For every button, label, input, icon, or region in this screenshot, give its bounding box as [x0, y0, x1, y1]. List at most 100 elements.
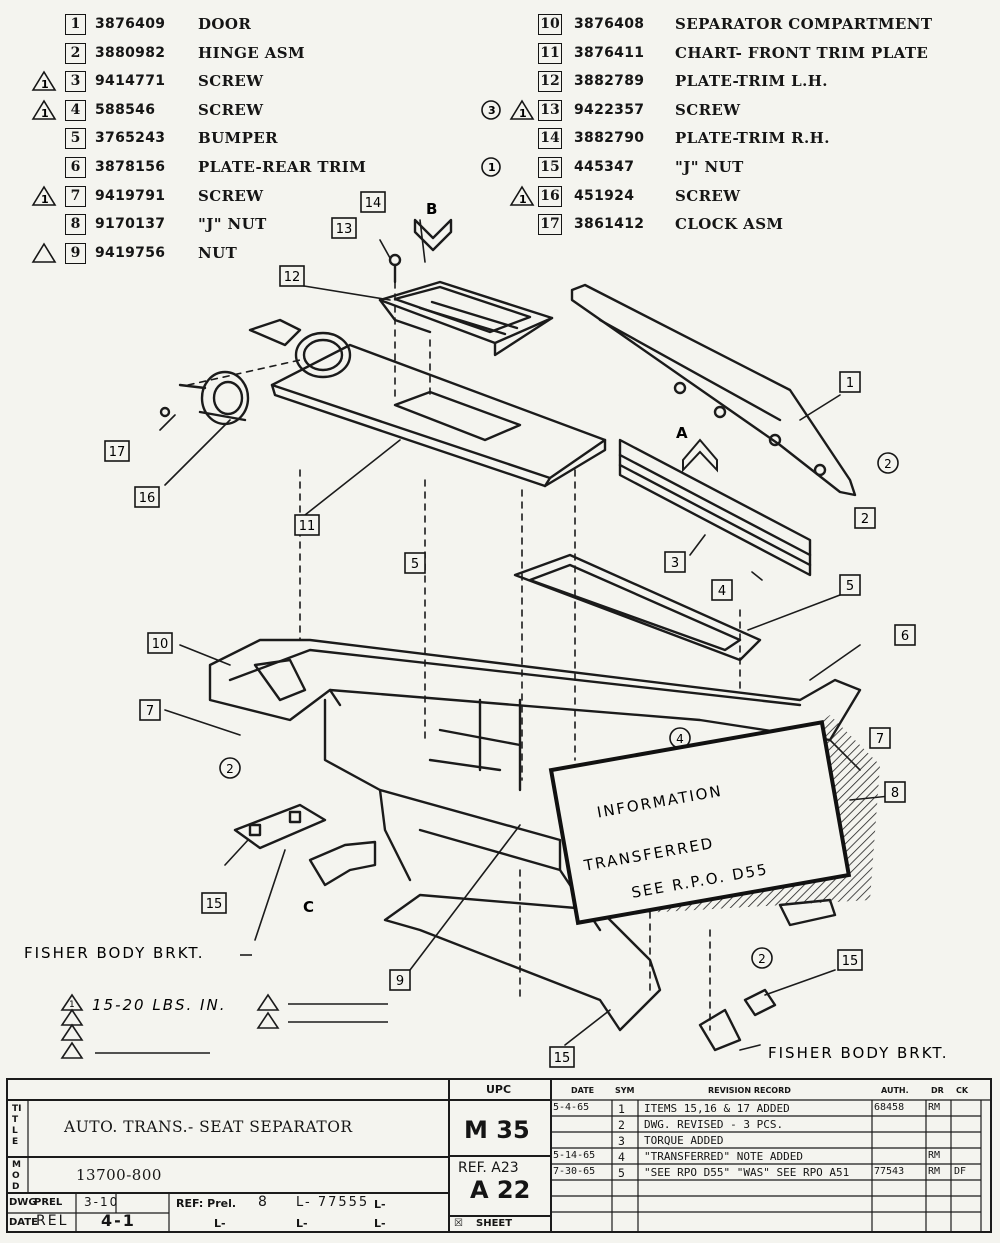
svg-text:1: 1 [41, 193, 49, 206]
door-part [570, 283, 857, 497]
item-number: 2 [65, 42, 86, 64]
callout-number: 3 [671, 556, 679, 571]
callout-number: 11 [299, 519, 316, 534]
revision-record: TORQUE ADDED [644, 1134, 724, 1147]
part-description: SCREW [675, 100, 741, 119]
callout-box [869, 727, 891, 749]
part-description: SCREW [198, 186, 264, 205]
callout-box [404, 552, 426, 574]
item-number: 7 [65, 185, 86, 207]
item-number: 14 [538, 128, 562, 150]
callout-number: 4 [718, 584, 726, 599]
svg-text:1: 1 [41, 107, 49, 120]
part-description: CHART- FRONT TRIM PLATE [675, 43, 929, 62]
part-description: PLATE-TRIM R.H. [675, 129, 830, 148]
part-description: HINGE ASM [198, 43, 306, 62]
part-number: 3765243 [95, 130, 166, 147]
torque-note-triangle-icon: 1 [509, 99, 535, 120]
revision-auth: 77543 [874, 1166, 905, 1177]
part-description: DOOR [198, 15, 252, 33]
item-number: 4 [65, 99, 86, 121]
drawing-title: AUTO. TRANS.- SEAT SEPARATOR [64, 1118, 353, 1136]
rev-header-date: DATE [571, 1086, 595, 1095]
circled-note-icon: 1 [481, 157, 501, 177]
svg-text:1: 1 [519, 193, 527, 206]
callout-number: 10 [152, 637, 169, 652]
revision-date: 5-4-65 [553, 1102, 590, 1113]
part-number: 3882790 [574, 130, 645, 147]
model-number: 13700-800 [76, 1166, 162, 1184]
part-description: SCREW [198, 72, 264, 91]
rev-header-record: REVISION RECORD [708, 1086, 791, 1095]
model-label: MOD [12, 1160, 21, 1192]
callout-number: 16 [139, 491, 156, 506]
bracket-c-part [308, 840, 377, 887]
view-label-b: B [426, 200, 437, 218]
l-blank-4: L- [374, 1217, 386, 1230]
part-description: SCREW [675, 186, 741, 205]
callout-box [837, 949, 863, 971]
torque-note-triangle-icon: 1 [509, 185, 535, 206]
callout-box [147, 632, 173, 654]
part-description: NUT [198, 243, 238, 262]
item-number: 9 [65, 242, 86, 264]
ref-a23: REF. A23 [458, 1160, 519, 1176]
rev-header-auth: AUTH. [881, 1086, 909, 1095]
revision-date: 5-14-65 [553, 1150, 596, 1161]
l-blank-1: L- [374, 1198, 386, 1211]
item-number: 16 [538, 185, 562, 207]
circled-note-layer: 22245 [219, 452, 899, 969]
item-number: 10 [538, 14, 562, 35]
callout-box [839, 371, 861, 393]
circled-note-icon [219, 757, 241, 779]
revision-dr: RM [928, 1150, 941, 1161]
part-number: 3876411 [574, 44, 645, 61]
part-number: 445347 [574, 158, 635, 175]
callout-box [854, 507, 876, 529]
prel-label: PREL [34, 1197, 63, 1208]
ref-label: REF: Prel. [176, 1197, 237, 1210]
callout-number: 15 [206, 897, 223, 912]
callout-number: 17 [109, 445, 126, 460]
upc-value: M 35 [464, 1116, 530, 1144]
revision-sym: 2 [618, 1118, 625, 1132]
screw-13-part [388, 253, 402, 284]
callout-number: 15 [554, 1051, 571, 1066]
revision-dr: RM [928, 1102, 941, 1113]
part-description: BUMPER [198, 129, 278, 148]
circled-note-icon: 3 [481, 99, 501, 120]
parts-row: 14 3882790 PLATE-TRIM R.H. [500, 124, 980, 153]
dwg-label: DWG [9, 1197, 37, 1208]
front-trim-plate-part [248, 318, 607, 488]
part-number: 3876409 [95, 16, 166, 32]
revision-sym: 1 [618, 1102, 625, 1116]
information-transferred-stamp: INFORMATION TRANSFERRED SEE R.P.O. D55 [548, 720, 852, 926]
svg-text:1: 1 [41, 78, 49, 91]
callout-box [331, 217, 357, 239]
view-label-a: A [676, 424, 688, 442]
callout-number: 7 [146, 704, 154, 719]
date-label: DATE [9, 1217, 38, 1228]
title-block: TITLE AUTO. TRANS.- SEAT SEPARATOR MOD 1… [6, 1078, 992, 1233]
callout-number: 8 [891, 786, 899, 801]
callout-number: 14 [365, 196, 382, 211]
circled-note-icon [751, 947, 773, 969]
ref-value: 8 [258, 1194, 269, 1210]
rev-header-ck: CK [956, 1086, 969, 1095]
l-blank-3: L- [296, 1217, 308, 1230]
revision-record: DWG. REVISED - 3 PCS. [644, 1118, 784, 1131]
l-blank-2: L- [214, 1217, 226, 1230]
callout-box [894, 624, 916, 646]
revision-auth: 68458 [874, 1102, 905, 1113]
callout-box [104, 440, 130, 462]
torque-note-1-text: 15-20 LBS. IN. [92, 996, 226, 1014]
callout-box [360, 191, 386, 213]
callout-box [839, 574, 861, 596]
callout-box [549, 1046, 575, 1068]
